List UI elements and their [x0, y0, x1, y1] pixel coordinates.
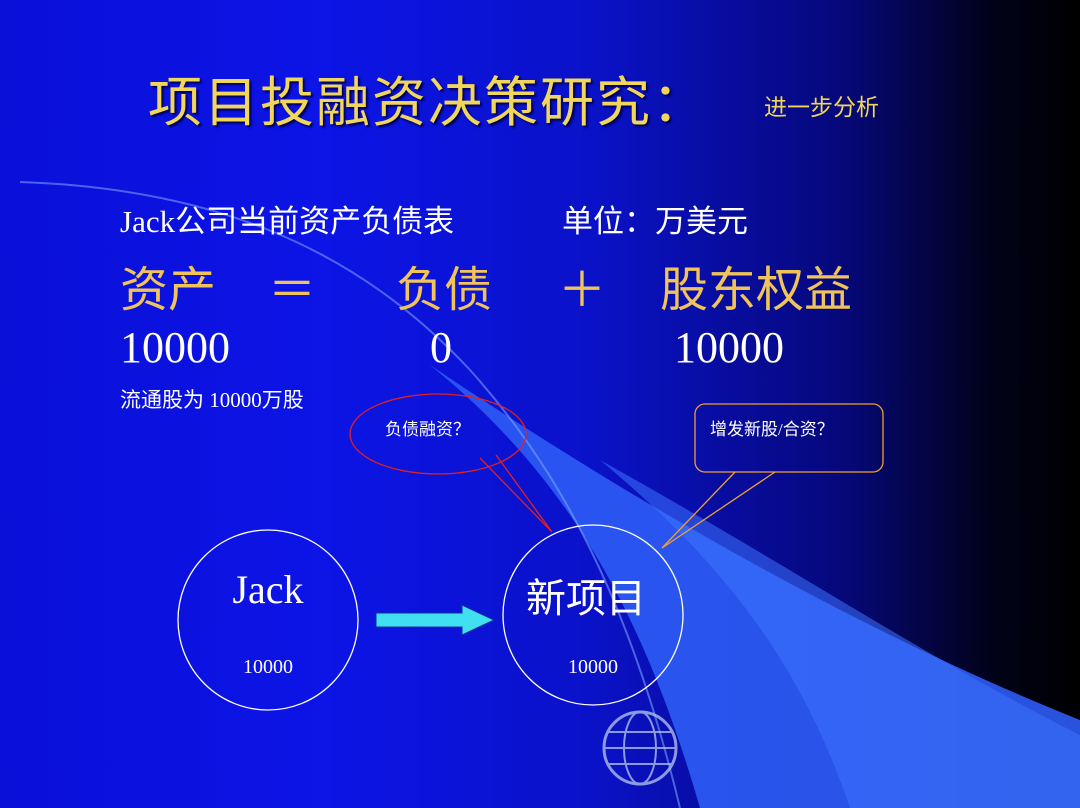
- assets-value: 10000: [120, 323, 230, 372]
- project-circle: [502, 524, 684, 706]
- slide-subtitle: 进一步分析: [764, 95, 879, 120]
- balance-sheet-unit: 单位：万美元: [562, 204, 748, 239]
- slide-title: 项目投融资决策研究：: [148, 73, 708, 133]
- liabilities-value: 0: [430, 323, 452, 372]
- project-label: 新项目: [526, 576, 646, 621]
- jack-circle: [177, 529, 359, 711]
- investment-arrow: [375, 604, 496, 636]
- liabilities-label: 负债: [396, 264, 493, 317]
- equity-value: 10000: [674, 323, 784, 372]
- company-value: 10000: [243, 656, 293, 678]
- uibe-globe-logo: [602, 710, 678, 786]
- equity-financing-callout: 增发新股/合资？: [710, 420, 834, 439]
- equals-sign: ＝: [268, 264, 317, 317]
- balance-sheet-heading: Jack公司当前资产负债表: [120, 204, 455, 239]
- debt-financing-callout: 负债融资？: [385, 420, 470, 439]
- debt-callout-shape: [349, 393, 553, 533]
- plus-sign: ＋: [558, 264, 607, 317]
- shares-outstanding-note: 流通股为 10000万股: [120, 388, 304, 412]
- equity-label: 股东权益: [660, 264, 853, 317]
- assets-label: 资产: [120, 264, 217, 317]
- company-label: Jack: [232, 567, 304, 612]
- project-value: 10000: [568, 656, 618, 678]
- equity-callout-shape: [661, 403, 884, 549]
